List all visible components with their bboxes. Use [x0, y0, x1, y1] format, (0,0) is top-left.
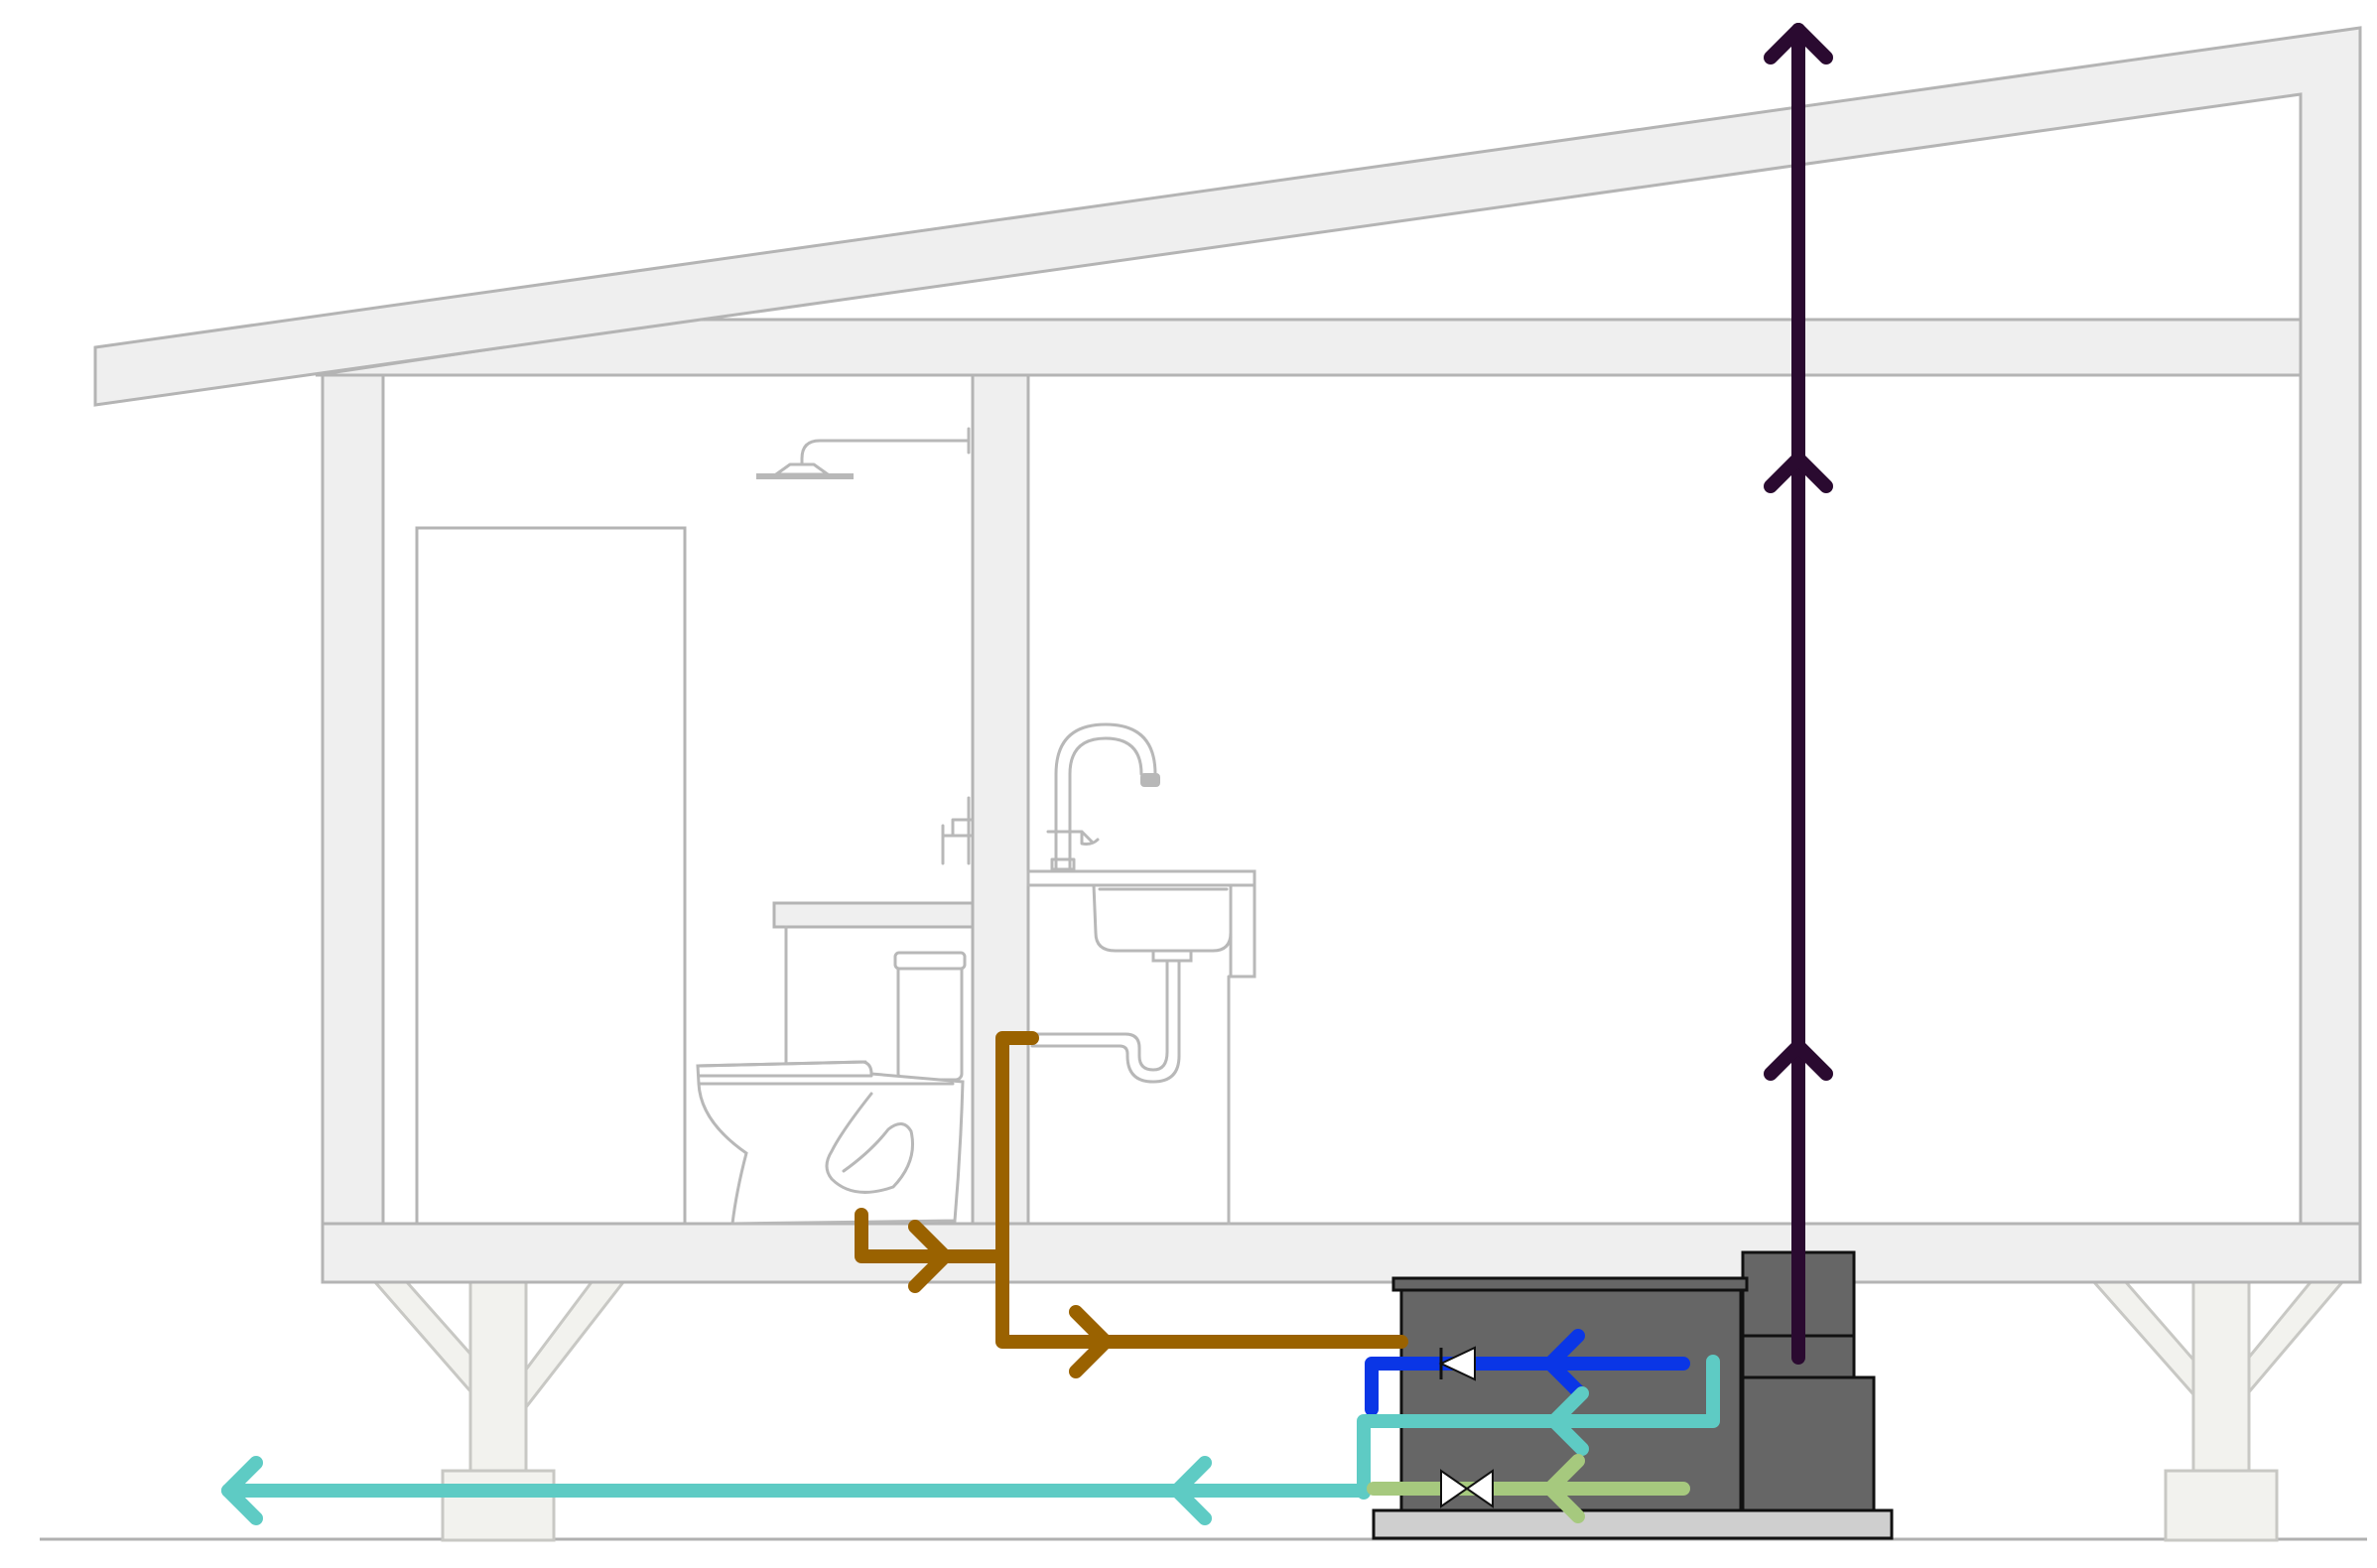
tank-base	[1372, 1508, 1894, 1540]
rain-water-pipe	[1367, 1454, 1690, 1523]
shower-head	[756, 427, 971, 479]
toilet	[696, 951, 967, 1226]
arrow-right	[1069, 1305, 1113, 1378]
sink-basin	[1092, 883, 1233, 953]
left-footing	[441, 1469, 556, 1542]
right-footing	[2164, 1469, 2279, 1542]
arrow-left	[1543, 1329, 1585, 1398]
wastewater-pipe	[855, 1031, 1408, 1378]
toilet-bowl	[696, 1060, 965, 1226]
toilet-tank-lid	[893, 951, 967, 971]
tank-lid	[1391, 1276, 1749, 1292]
pump-housing	[1741, 1375, 1876, 1512]
arrow-up	[1764, 452, 1833, 493]
sink-drain	[1151, 949, 1193, 963]
right-post	[2191, 1280, 2251, 1473]
clean-water-pipe	[1365, 1329, 1690, 1416]
left-post	[468, 1280, 528, 1473]
arrow-left	[221, 1456, 263, 1525]
check-valve	[1438, 1346, 1476, 1381]
arrow-up	[1764, 23, 1833, 65]
left-brace-right	[524, 1280, 627, 1412]
gate-valve	[1440, 1469, 1494, 1508]
toilet-shelf	[772, 901, 975, 929]
left-wall	[321, 373, 385, 1226]
vanity-side	[1229, 883, 1256, 979]
exhaust-vent-pipe	[1764, 23, 1833, 1365]
left-brace-left	[371, 1280, 486, 1411]
toilet-tank	[896, 951, 964, 1082]
shower-mixer	[941, 796, 973, 865]
foundation-posts	[371, 1280, 2346, 1542]
faucet	[1046, 722, 1160, 871]
vanity-top	[1026, 869, 1256, 887]
arrow-left	[1170, 1456, 1212, 1525]
sink-vanity	[1026, 869, 1256, 1226]
floor-slab	[321, 1222, 2362, 1284]
treated-water-pipe	[221, 1355, 1720, 1525]
door[interactable]	[415, 526, 687, 1226]
arrow-left	[1543, 1454, 1585, 1523]
arrow-left	[1547, 1386, 1589, 1456]
arrow-up	[1764, 1039, 1833, 1081]
arrow-right	[908, 1220, 952, 1293]
right-brace-left	[2090, 1280, 2195, 1398]
right-brace-right	[2245, 1280, 2346, 1399]
p-trap	[1030, 959, 1181, 1084]
